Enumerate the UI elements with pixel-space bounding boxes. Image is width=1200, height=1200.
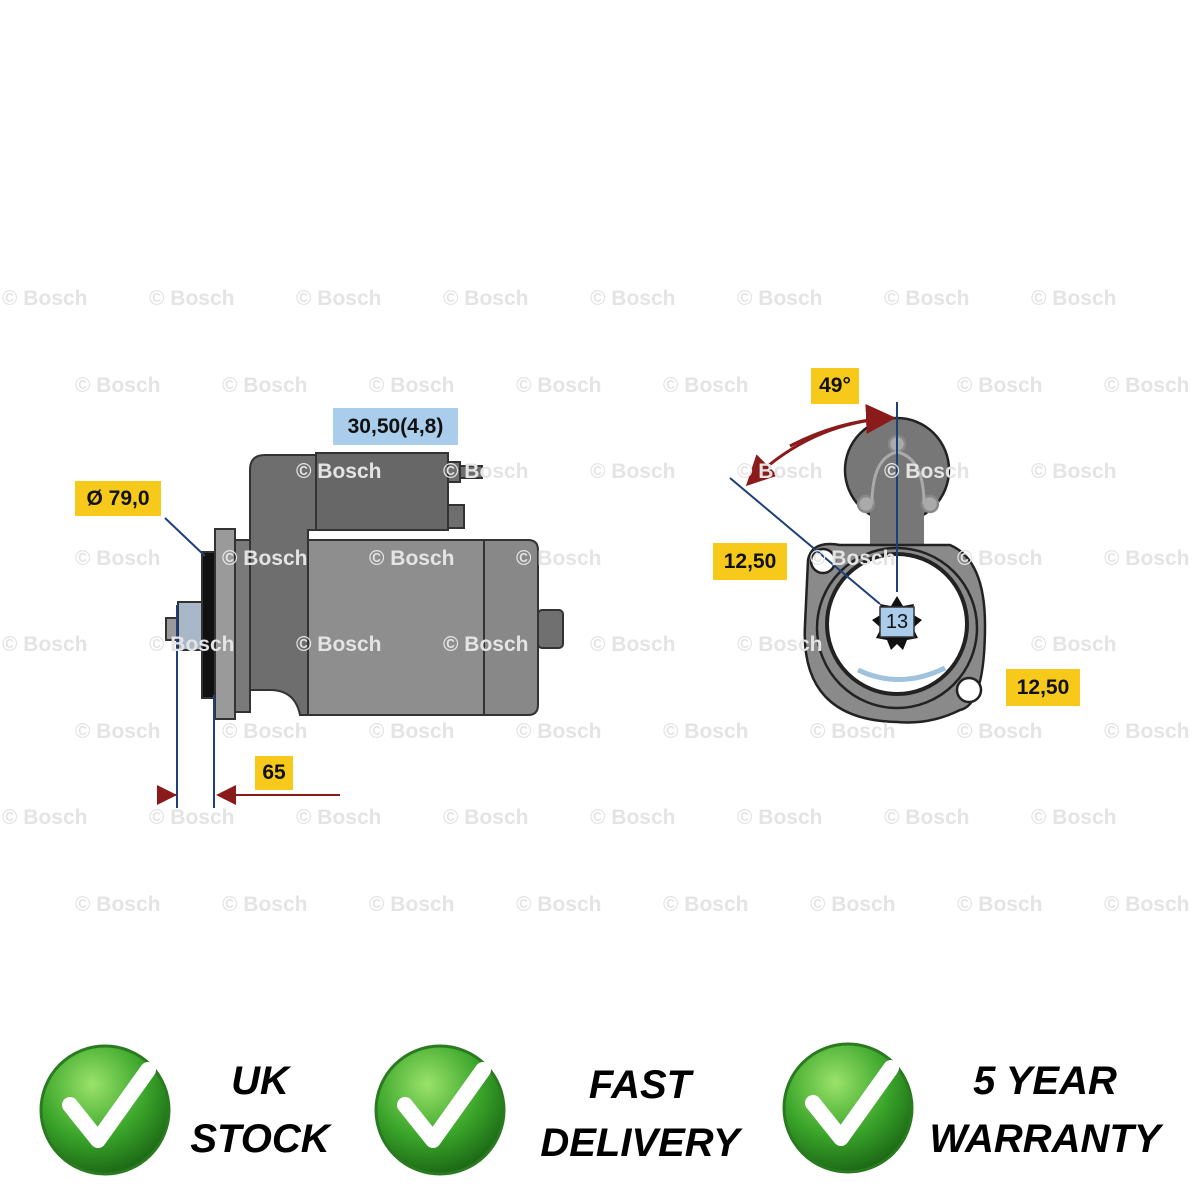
watermark-text: © Bosch	[884, 287, 970, 310]
watermark-text: © Bosch	[369, 547, 455, 570]
watermark-text: © Bosch	[75, 720, 161, 743]
watermark-text: © Bosch	[149, 806, 235, 829]
watermark-text: © Bosch	[222, 374, 308, 397]
hole-left-label: 12,50	[713, 543, 787, 580]
badge-line: 5 YEAR	[973, 1059, 1117, 1103]
watermark-text: © Bosch	[369, 374, 455, 397]
watermark-text: © Bosch	[590, 460, 676, 483]
watermark-text: © Bosch	[2, 633, 88, 656]
badge-5-year-warranty: 5 YEAR WARRANTY	[910, 1052, 1180, 1168]
watermark-text: © Bosch	[663, 893, 749, 916]
watermark-text: © Bosch	[663, 720, 749, 743]
watermark-text: © Bosch	[2, 287, 88, 310]
watermark-text: © Bosch	[222, 720, 308, 743]
watermark-text: © Bosch	[222, 893, 308, 916]
badge-line: FAST	[588, 1063, 692, 1107]
watermark-text: © Bosch	[884, 806, 970, 829]
watermark-text: © Bosch	[222, 547, 308, 570]
watermark-text: © Bosch	[2, 806, 88, 829]
dimension-lines	[157, 517, 340, 808]
watermark-text: © Bosch	[884, 460, 970, 483]
badge-line: UK	[231, 1059, 289, 1103]
watermark-text: © Bosch	[516, 893, 602, 916]
watermark-text: © Bosch	[443, 806, 529, 829]
watermark-text: © Bosch	[590, 287, 676, 310]
watermark-text: © Bosch	[810, 547, 896, 570]
badge-icons	[39, 1042, 914, 1176]
watermark-text: © Bosch	[75, 547, 161, 570]
watermark-text: © Bosch	[1031, 287, 1117, 310]
watermark-text: © Bosch	[810, 893, 896, 916]
watermark-text: © Bosch	[1104, 893, 1190, 916]
diameter-label: Ø 79,0	[75, 481, 161, 516]
watermark-text: © Bosch	[296, 460, 382, 483]
watermark-text: © Bosch	[149, 287, 235, 310]
length-label: 65	[255, 756, 293, 790]
watermark-text: © Bosch	[516, 374, 602, 397]
watermark-text: © Bosch	[810, 720, 896, 743]
watermark-text: © Bosch	[149, 633, 235, 656]
teeth-count: 13	[885, 610, 909, 633]
watermark-text: © Bosch	[369, 720, 455, 743]
badge-line: STOCK	[190, 1117, 330, 1161]
watermark-text: © Bosch	[957, 547, 1043, 570]
watermark-text: © Bosch	[737, 633, 823, 656]
check-icon	[782, 1042, 914, 1174]
watermark-text: © Bosch	[75, 893, 161, 916]
check-icon	[39, 1044, 171, 1176]
watermark-text: © Bosch	[1031, 806, 1117, 829]
watermark-text: © Bosch	[516, 547, 602, 570]
watermark-text: © Bosch	[516, 720, 602, 743]
watermark-text: © Bosch	[75, 374, 161, 397]
hole-right-label: 12,50	[1006, 669, 1080, 706]
angle-lines	[729, 402, 898, 605]
watermark-text: © Bosch	[443, 287, 529, 310]
watermark-text: © Bosch	[1104, 720, 1190, 743]
badge-line: DELIVERY	[540, 1121, 740, 1165]
badge-fast-delivery: FAST DELIVERY	[520, 1056, 760, 1172]
watermark-text: © Bosch	[1104, 374, 1190, 397]
watermark-text: © Bosch	[663, 374, 749, 397]
watermark-text: © Bosch	[1031, 633, 1117, 656]
watermark-text: © Bosch	[957, 374, 1043, 397]
watermark-text: © Bosch	[369, 893, 455, 916]
watermark-text: © Bosch	[590, 633, 676, 656]
watermark-text: © Bosch	[296, 633, 382, 656]
watermark-text: © Bosch	[1031, 460, 1117, 483]
check-icon	[374, 1044, 506, 1176]
watermark-text: © Bosch	[296, 806, 382, 829]
watermark-text: © Bosch	[443, 633, 529, 656]
watermark-text: © Bosch	[737, 460, 823, 483]
watermark-text: © Bosch	[957, 720, 1043, 743]
motor-side-view	[165, 452, 564, 720]
solenoid-label: 30,50(4,8)	[333, 408, 458, 445]
watermark-text: © Bosch	[443, 460, 529, 483]
watermark-text: © Bosch	[737, 806, 823, 829]
watermark-text: © Bosch	[590, 806, 676, 829]
watermark-text: © Bosch	[737, 287, 823, 310]
watermark-text: © Bosch	[1104, 547, 1190, 570]
watermark-text: © Bosch	[957, 893, 1043, 916]
watermark-text: © Bosch	[296, 287, 382, 310]
badge-uk-stock: UK STOCK	[170, 1052, 350, 1168]
badge-line: WARRANTY	[929, 1117, 1161, 1161]
angle-label: 49°	[811, 368, 859, 404]
watermark-layer: © Bosch © Bosch © Bosch © Bosch © Bosch © Bos…	[2, 287, 1190, 916]
